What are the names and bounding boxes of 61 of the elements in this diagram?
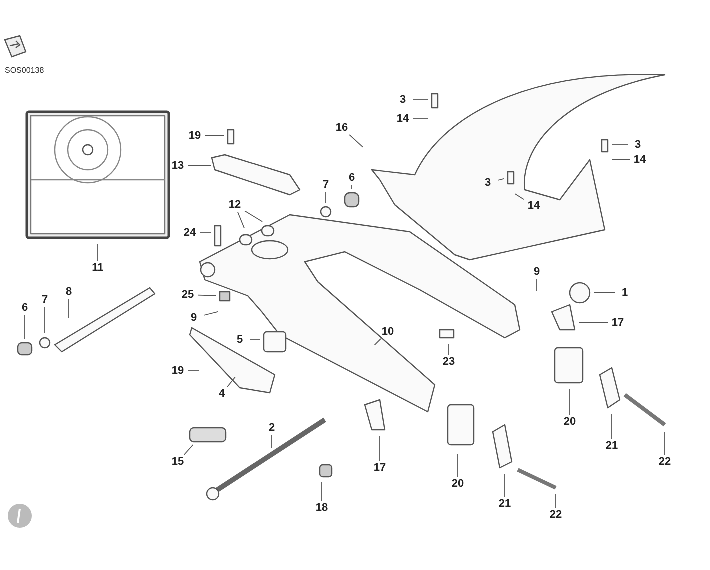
- drawing-code: SOS00138: [5, 66, 44, 75]
- callout-number: 2: [262, 421, 282, 435]
- leader-line: [664, 432, 666, 456]
- callout-number: 23: [439, 355, 459, 369]
- callout-number: 3: [628, 138, 648, 152]
- callout-number: 6: [15, 301, 35, 315]
- callout-number: 21: [495, 497, 515, 511]
- callout-number: 12: [225, 198, 245, 212]
- callout-number: 10: [378, 325, 398, 339]
- leader-line: [24, 314, 26, 340]
- leader-line: [68, 298, 70, 318]
- leader-line: [237, 212, 245, 229]
- leader-line: [200, 232, 212, 234]
- leader-line: [412, 118, 428, 120]
- callout-number: 17: [370, 461, 390, 475]
- leader-line: [578, 322, 608, 324]
- callout-number: 7: [35, 293, 55, 307]
- leader-line: [198, 294, 216, 296]
- callout-number: 20: [560, 415, 580, 429]
- callout-number: 15: [168, 455, 188, 469]
- callout-number: 14: [524, 199, 544, 213]
- leader-line: [514, 194, 524, 200]
- callout-number: 13: [168, 159, 188, 173]
- callout-number: 3: [478, 176, 498, 190]
- callout-number: 18: [312, 501, 332, 515]
- leader-line: [374, 338, 382, 346]
- callout-number: 25: [178, 288, 198, 302]
- leader-line: [504, 474, 506, 498]
- callout-number: 20: [448, 477, 468, 491]
- leader-line: [498, 178, 505, 181]
- leader-line: [184, 444, 194, 456]
- callout-number: 6: [342, 171, 362, 185]
- callout-number: 21: [602, 439, 622, 453]
- callout-number: 14: [393, 112, 413, 126]
- leader-line: [204, 312, 219, 316]
- leader-line: [612, 144, 628, 146]
- leader-line: [188, 370, 200, 372]
- callout-number: 5: [230, 333, 250, 347]
- leader-line: [244, 210, 264, 222]
- callout-number: 9: [184, 311, 204, 325]
- leader-line: [349, 134, 364, 148]
- callout-number: 16: [332, 121, 352, 135]
- callout-number: 19: [168, 364, 188, 378]
- callout-number: 1: [615, 286, 635, 300]
- callout-number: 22: [655, 455, 675, 469]
- callout-number: 22: [546, 508, 566, 522]
- leader-line: [536, 278, 538, 292]
- callout-number: 14: [630, 153, 650, 167]
- callout-number: 7: [316, 178, 336, 192]
- callout-number: 17: [608, 316, 628, 330]
- callout-number: 24: [180, 226, 200, 240]
- callout-number: 11: [88, 261, 108, 275]
- leader-line: [44, 306, 46, 334]
- callout-number: 19: [185, 129, 205, 143]
- leader-line: [594, 292, 616, 294]
- callout-number: 3: [393, 93, 413, 107]
- callout-number: 8: [59, 285, 79, 299]
- callout-number: 9: [527, 265, 547, 279]
- callout-number: 4: [212, 387, 232, 401]
- leader-line: [227, 376, 236, 388]
- leader-line: [448, 344, 450, 356]
